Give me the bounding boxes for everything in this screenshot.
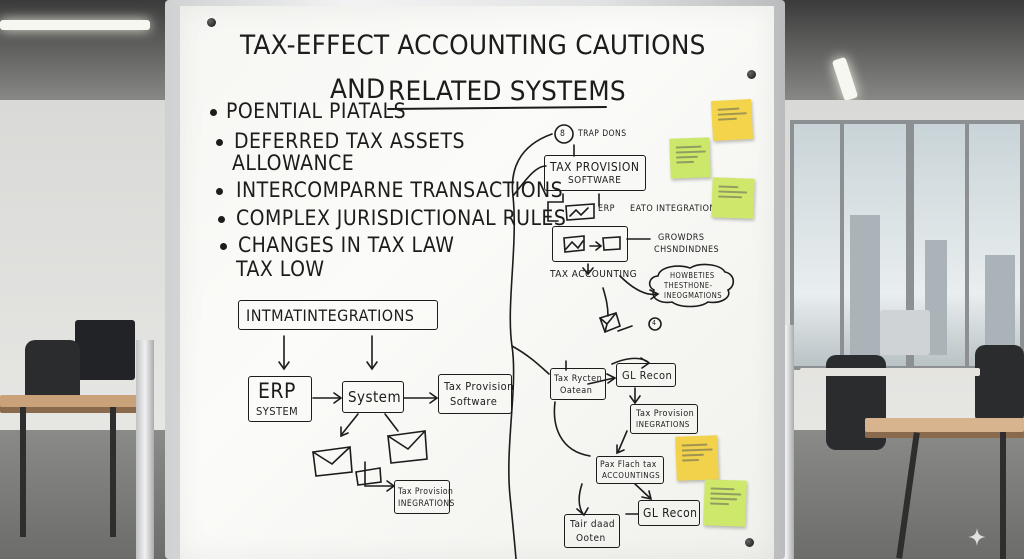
tax-accounting-label: TAX ACCOUNTING bbox=[550, 269, 638, 280]
monitor bbox=[75, 320, 135, 380]
sticky-note-yellow-top bbox=[710, 98, 754, 142]
growdrs-line1: GROWDRS bbox=[658, 233, 705, 243]
bullet-dot bbox=[210, 109, 217, 116]
tair-daad-line2: Ooten bbox=[576, 533, 606, 544]
tax-provision-software-box bbox=[438, 374, 512, 414]
whiteboard-stand-left bbox=[136, 340, 154, 559]
integrations-header: INTMATINTEGRATIONS bbox=[246, 306, 415, 325]
trap-dons-label: TRAP DONS bbox=[578, 129, 627, 139]
bullet-dot bbox=[218, 216, 225, 223]
board-title-line2-underlined: RELATED SYSTEMS bbox=[388, 76, 626, 107]
tax-rycten-box bbox=[550, 368, 606, 400]
tax-provision-software-right-box bbox=[544, 155, 646, 191]
bullet-dot bbox=[220, 243, 227, 250]
erp-label: ERP bbox=[258, 379, 296, 403]
window-1 bbox=[790, 120, 845, 370]
board-title-line2-prefix: AND bbox=[330, 74, 386, 105]
tax-provision-software-line1: Tax Provision bbox=[444, 380, 514, 393]
tair-daad-line1: Tair daad bbox=[570, 519, 616, 530]
tax-rycten-line1: Tax Rycten bbox=[554, 374, 603, 384]
sparkle-icon bbox=[968, 528, 986, 546]
ceiling-light-left bbox=[0, 20, 150, 30]
sticky-note-green-2 bbox=[711, 177, 755, 219]
bullet-complex-rules: COMPLEX JURISDICTIONAL RULES bbox=[236, 206, 567, 230]
magnet bbox=[207, 18, 216, 27]
city-building bbox=[985, 255, 1015, 355]
cloud-line1: HOWBETIES bbox=[670, 271, 715, 280]
cloud-line3: INEOGMATIONS bbox=[664, 291, 722, 300]
tax-provision-right-line1: TAX PROVISION bbox=[550, 160, 640, 174]
cloud-line2: THESTHONE- bbox=[664, 281, 713, 290]
bullet-changes-tax-law: CHANGES IN TAX LAW bbox=[238, 233, 455, 257]
desk-leg bbox=[110, 407, 116, 537]
gl-recon-box-2 bbox=[638, 500, 700, 526]
pax-flach-box bbox=[596, 456, 664, 484]
tax-provision-integrations-right-box bbox=[630, 404, 698, 434]
desk-right-front bbox=[865, 418, 1024, 432]
desk-leg bbox=[1000, 432, 1006, 559]
pax-flach-line1: Pax Flach tax bbox=[600, 460, 657, 470]
sticky-note-green-1 bbox=[669, 137, 711, 179]
erp-system-box bbox=[248, 376, 312, 422]
small-mark: 4 bbox=[652, 319, 657, 327]
bullet-intercompany: INTERCOMPARNE TRANSACTIONS bbox=[236, 178, 564, 202]
monitor bbox=[880, 310, 930, 355]
bullet-tax-low: TAX LOW bbox=[236, 257, 325, 281]
tax-provision-integrations-line1: Tax Provision bbox=[398, 487, 454, 497]
diagram-connectors bbox=[278, 106, 735, 559]
bullet-deferred-tax-assets: DEFERRED TAX ASSETS bbox=[234, 129, 466, 153]
integrations-header-box bbox=[238, 300, 438, 330]
board-title-line1: TAX-EFFECT ACCOUNTING CAUTIONS bbox=[240, 30, 706, 61]
gl-recon-2: GL Recon bbox=[643, 506, 698, 520]
tax-rycten-line2: Oatean bbox=[560, 386, 593, 396]
desk-right-back bbox=[800, 368, 980, 376]
bullet-dot bbox=[216, 139, 223, 146]
system-label: System bbox=[348, 388, 402, 406]
erp-system-label: SYSTEM bbox=[256, 405, 299, 418]
erp-right-label: ERP bbox=[598, 204, 615, 214]
gl-recon-box-1 bbox=[616, 363, 676, 387]
office-chair bbox=[975, 345, 1024, 425]
tax-provision-int-right-line2: INEGRATIONS bbox=[636, 420, 690, 429]
desk-leg bbox=[20, 407, 26, 537]
magnet bbox=[745, 538, 754, 547]
tax-provision-software-line2: Software bbox=[450, 395, 498, 408]
circled-number: 8 bbox=[560, 129, 566, 139]
erp-integration-box bbox=[552, 226, 628, 262]
whiteboard: TAX-EFFECT ACCOUNTING CAUTIONS AND RELAT… bbox=[180, 6, 774, 559]
eato-integrations-label: EATO INTEGRATIONS bbox=[630, 204, 722, 214]
city-building bbox=[850, 215, 880, 355]
tax-provision-integrations-box bbox=[394, 480, 450, 514]
system-box bbox=[342, 381, 404, 413]
sticky-note-green-bottom bbox=[703, 479, 747, 527]
growdrs-line2: CHSNDINDNES bbox=[654, 245, 720, 255]
pax-flach-line2: ACCOUNTINGS bbox=[602, 471, 661, 480]
sticky-note-yellow-mid bbox=[675, 435, 719, 481]
tair-daad-box bbox=[564, 514, 620, 548]
tax-provision-int-right-line1: Tax Provision bbox=[636, 409, 695, 419]
city-building bbox=[925, 240, 947, 355]
bullet-dot bbox=[216, 188, 223, 195]
desk-left bbox=[0, 395, 140, 407]
magnet bbox=[747, 70, 756, 79]
bullet-potential-pitfalls: POENTIAL PIATALS bbox=[226, 99, 407, 123]
bullet-allowance: ALLOWANCE bbox=[232, 151, 355, 175]
gl-recon-1: GL Recon bbox=[622, 369, 673, 382]
tax-provision-integrations-line2: INEGRATIONS bbox=[398, 499, 455, 509]
tax-provision-right-line2: SOFTWARE bbox=[568, 175, 622, 186]
